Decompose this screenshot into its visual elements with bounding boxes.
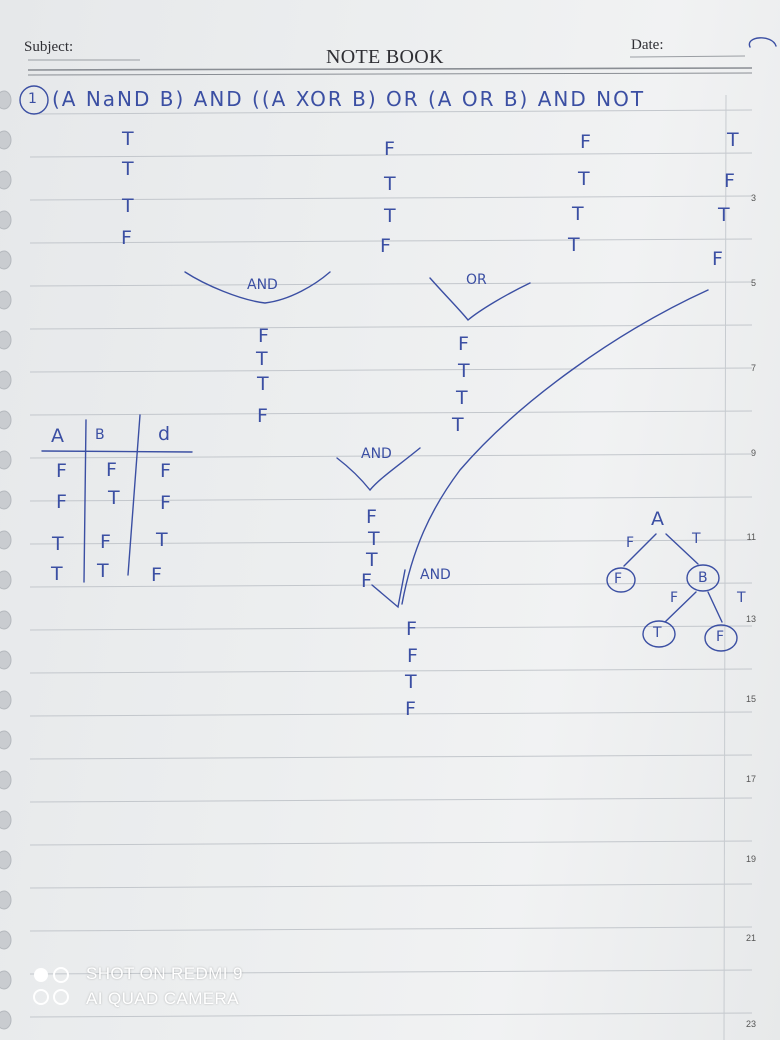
tree-leaf: T xyxy=(653,625,662,641)
and-step-value: T xyxy=(257,373,269,395)
tree-edge-label: T xyxy=(737,590,746,606)
leaf-t-circle xyxy=(642,620,676,648)
not-arrow xyxy=(401,289,709,605)
page-number: 9 xyxy=(750,448,756,458)
page-number: 15 xyxy=(745,694,756,704)
or-step-label: OR xyxy=(466,272,487,288)
tree-edge-label: F xyxy=(670,590,679,606)
or-step-value: T xyxy=(458,360,470,382)
or-value: T xyxy=(578,168,590,190)
not-value: F xyxy=(712,248,723,270)
nand-value: T xyxy=(122,128,134,150)
truth-table-cell: T xyxy=(108,487,120,509)
truth-table-cell: F xyxy=(160,460,171,482)
final-value: F xyxy=(407,645,418,667)
and-step-value: F xyxy=(258,325,269,347)
or-bracket xyxy=(429,277,531,321)
tree-leaf: F xyxy=(716,629,725,645)
truth-table-cell: F xyxy=(151,564,162,586)
or-value: F xyxy=(580,131,591,153)
subject-label: Subject: xyxy=(24,39,74,55)
and-step-value: T xyxy=(256,348,268,370)
not-value: T xyxy=(727,129,739,151)
truth-table-cell: F xyxy=(56,491,67,513)
truth-table-cell: T xyxy=(52,533,64,555)
page-number: 23 xyxy=(745,1019,756,1029)
page-number: 7 xyxy=(750,363,756,373)
leaf-f-circle xyxy=(606,567,636,593)
and3-step-label: AND xyxy=(420,567,451,583)
or-step-value: T xyxy=(456,387,468,409)
page-number: 5 xyxy=(750,278,756,288)
question-number-circle xyxy=(19,85,49,115)
expression-text: (A NaND B) AND ((A XOR B) OR (A OR B) AN… xyxy=(52,87,646,111)
and2-step-value: F xyxy=(361,570,372,592)
leaf-f2-circle xyxy=(704,624,738,652)
page-number: 3 xyxy=(750,193,756,203)
camera-logo-icon xyxy=(33,967,69,1005)
truth-table-cell: F xyxy=(100,531,111,553)
truth-table-header: A xyxy=(51,425,64,447)
page-number: 19 xyxy=(745,854,756,864)
and-bracket xyxy=(184,271,331,304)
and2-step-value: T xyxy=(366,549,378,571)
xor-value: T xyxy=(384,173,396,195)
not-value: T xyxy=(718,204,730,226)
truth-table-cell: F xyxy=(106,459,117,481)
tree-edge-label: T xyxy=(692,531,701,547)
notebook-title: NOTE BOOK xyxy=(326,46,444,68)
truth-table-cell: F xyxy=(56,460,67,482)
or-step-value: F xyxy=(458,333,469,355)
final-value: T xyxy=(405,671,417,693)
nand-value: T xyxy=(122,158,134,180)
xor-value: T xyxy=(384,205,396,227)
and2-bracket xyxy=(336,447,421,492)
and-step-value: F xyxy=(257,405,268,427)
truth-table-header: B xyxy=(95,427,105,443)
watermark-line2: AI QUAD CAMERA xyxy=(86,989,239,1008)
tree-node-b: B xyxy=(698,570,708,586)
and2-step-label: AND xyxy=(361,446,392,462)
page-number: 11 xyxy=(746,532,756,542)
and-step-label: AND xyxy=(247,277,278,293)
truth-table-header: d xyxy=(158,423,171,445)
truth-table-cell: T xyxy=(51,563,63,585)
or-step-value: T xyxy=(452,414,464,436)
node-b-circle xyxy=(686,564,720,592)
truth-table-cell: T xyxy=(97,560,109,582)
and2-step-value: F xyxy=(366,506,377,528)
page-number: 17 xyxy=(745,774,756,784)
question-number: 1 xyxy=(28,91,37,107)
tree-edge-label: F xyxy=(626,535,635,551)
tree-root: A xyxy=(651,508,664,530)
not-value: F xyxy=(724,170,735,192)
page-number: 21 xyxy=(745,933,756,943)
tree-leaf: F xyxy=(614,571,623,587)
xor-value: F xyxy=(384,138,395,160)
watermark-line1: SHOT ON REDMI 9 xyxy=(86,964,243,983)
final-value: F xyxy=(405,698,416,720)
date-label: Date: xyxy=(631,37,664,53)
or-value: T xyxy=(572,203,584,225)
nand-value: F xyxy=(121,227,132,249)
nand-value: T xyxy=(122,195,134,217)
truth-table-cell: F xyxy=(160,492,171,514)
and3-arrowhead xyxy=(371,569,406,609)
truth-table-cell: T xyxy=(156,529,168,551)
and2-step-value: T xyxy=(368,528,380,550)
xor-value: F xyxy=(380,235,391,257)
final-value: F xyxy=(406,618,417,640)
or-value: T xyxy=(568,234,580,256)
page-number: 13 xyxy=(745,614,756,624)
